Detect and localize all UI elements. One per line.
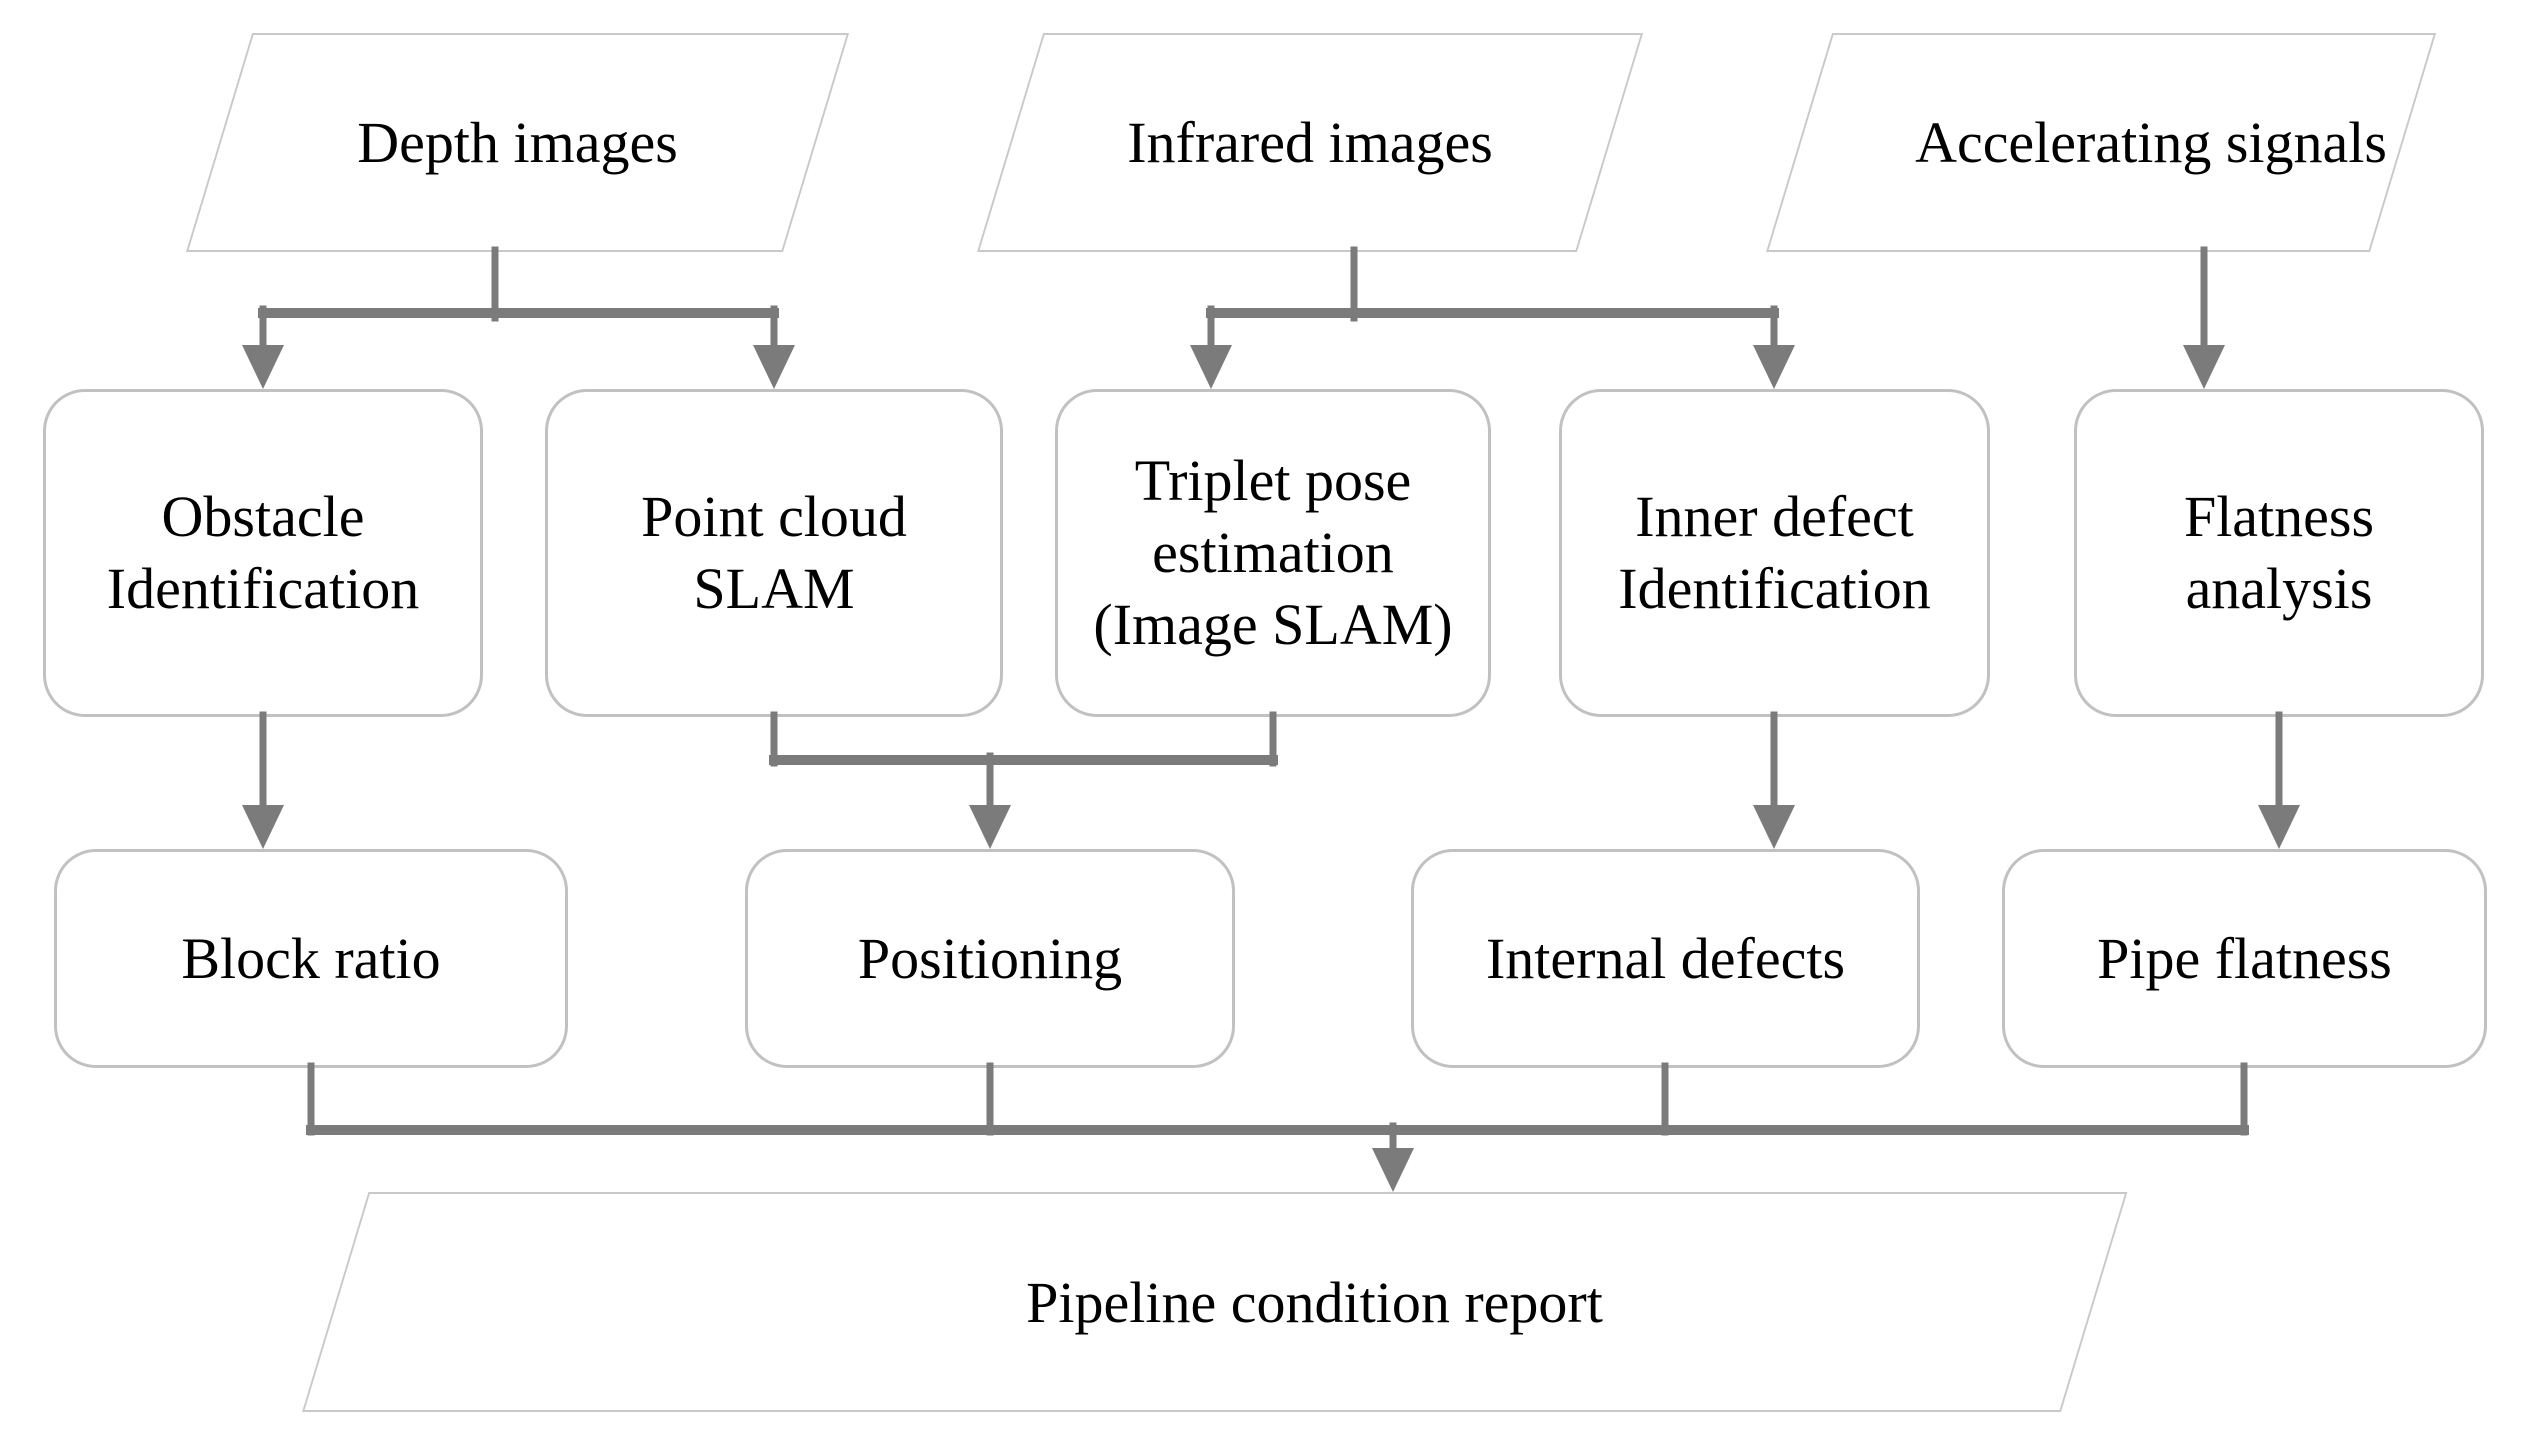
node-flatness-analysis: Flatness analysis: [2074, 389, 2484, 717]
arrowhead-to-pipeflatness: [2258, 805, 2300, 849]
node-triplet-pose-estimation: Triplet pose estimation (Image SLAM): [1055, 389, 1491, 717]
node-accelerating-signals: Accelerating signals: [1766, 33, 2437, 252]
node-pipe-flatness: Pipe flatness: [2002, 849, 2487, 1068]
arrowhead-to-pointcloud: [753, 345, 795, 389]
node-pipeline-condition-report: Pipeline condition report: [302, 1192, 2128, 1412]
arrowhead-to-blockratio: [242, 805, 284, 849]
node-point-cloud-slam: Point cloud SLAM: [545, 389, 1003, 717]
node-infrared-images-label: Infrared images: [1127, 110, 1493, 175]
node-positioning: Positioning: [745, 849, 1235, 1068]
arrowhead-to-report: [1372, 1148, 1414, 1192]
arrowhead-to-innerdefect: [1753, 345, 1795, 389]
arrowhead-to-internaldefects: [1753, 805, 1795, 849]
node-internal-defects: Internal defects: [1411, 849, 1920, 1068]
node-infrared-images: Infrared images: [977, 33, 1644, 252]
node-depth-images-label: Depth images: [357, 110, 678, 175]
node-block-ratio: Block ratio: [54, 849, 568, 1068]
node-inner-defect-identification: Inner defect Identification: [1559, 389, 1990, 717]
arrowhead-to-positioning: [969, 805, 1011, 849]
arrowhead-to-triplet: [1190, 345, 1232, 389]
node-depth-images: Depth images: [186, 33, 850, 252]
arrowhead-to-flatness: [2183, 345, 2225, 389]
arrowhead-to-obstacle: [242, 345, 284, 389]
node-accelerating-signals-label: Accelerating signals: [1915, 110, 2387, 175]
node-pipeline-condition-report-label: Pipeline condition report: [1026, 1269, 1603, 1335]
